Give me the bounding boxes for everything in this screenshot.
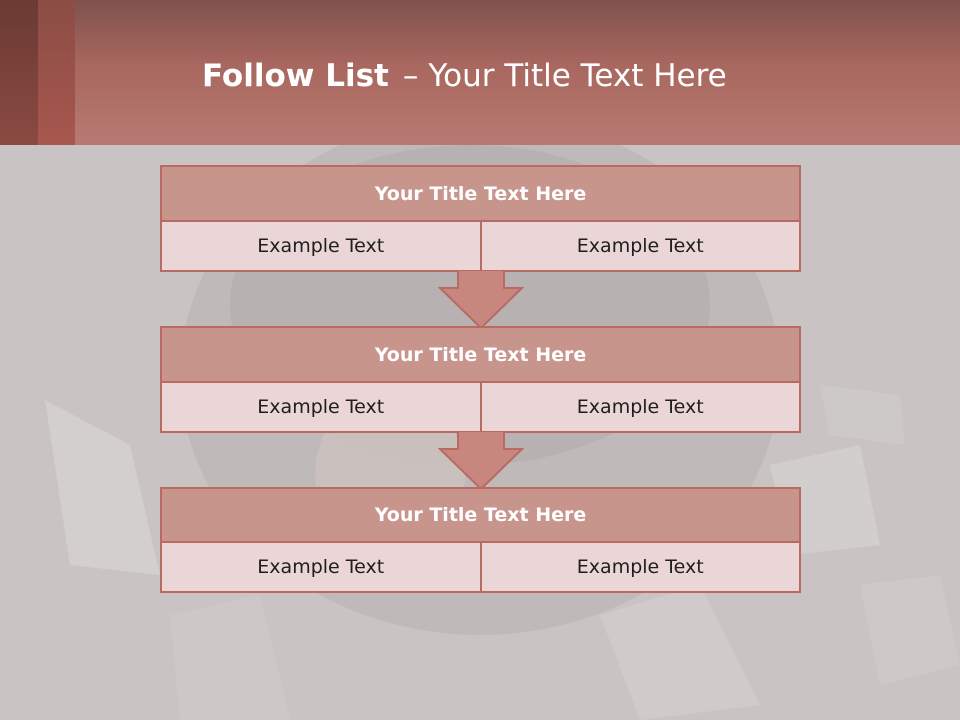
block-title: Your Title Text Here xyxy=(160,326,801,383)
header-accent-stripe-secondary xyxy=(38,0,75,145)
block-title: Your Title Text Here xyxy=(160,165,801,222)
block-row: Example Text Example Text xyxy=(160,543,801,593)
block-cell-right: Example Text xyxy=(479,543,801,593)
block-row: Example Text Example Text xyxy=(160,383,801,433)
down-arrow-icon xyxy=(438,270,524,330)
slide-title-rest: Your Title Text Here xyxy=(428,58,727,94)
header-accent-stripe xyxy=(0,0,38,145)
block-cell-left: Example Text xyxy=(160,222,482,272)
slide-title: Follow List–Your Title Text Here xyxy=(202,54,727,98)
block-cell-right: Example Text xyxy=(479,383,801,433)
list-block-3: Your Title Text Here Example Text Exampl… xyxy=(160,487,801,593)
block-cell-left: Example Text xyxy=(160,543,482,593)
slide-title-separator: – xyxy=(402,58,419,94)
block-cell-right: Example Text xyxy=(479,222,801,272)
block-title: Your Title Text Here xyxy=(160,487,801,543)
down-arrow-icon xyxy=(438,431,524,491)
list-block-1: Your Title Text Here Example Text Exampl… xyxy=(160,165,801,272)
block-cell-left: Example Text xyxy=(160,383,482,433)
block-row: Example Text Example Text xyxy=(160,222,801,272)
list-block-2: Your Title Text Here Example Text Exampl… xyxy=(160,326,801,433)
slide-header: Follow List–Your Title Text Here xyxy=(0,0,960,145)
slide-title-bold: Follow List xyxy=(202,58,389,94)
